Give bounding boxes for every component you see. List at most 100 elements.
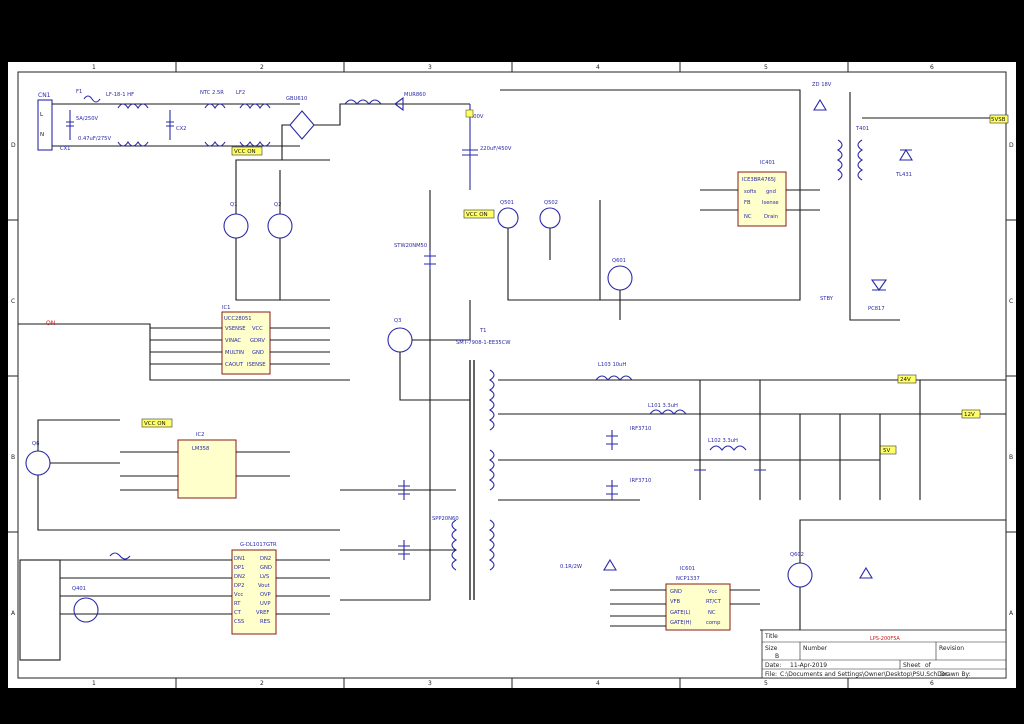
choke-5v: [709, 445, 747, 451]
ic601-body: [665, 583, 731, 631]
choke-12v: [649, 409, 687, 415]
line-label: L: [40, 112, 44, 118]
col-marker: 3: [428, 64, 432, 71]
ic601-ref: IC601: [680, 566, 695, 572]
ic401-name: ICE3BR4765J: [742, 177, 776, 183]
sync-fet-2: [606, 480, 618, 500]
transformer-t1: T1 SMT-7908-1-EE35CW SPP20N60: [340, 300, 1006, 601]
column-markers: 1 2 3 4 5 6 1 2 3 4 5 6: [92, 62, 934, 688]
svg-text:Isense: Isense: [762, 200, 779, 206]
svg-text:DP2: DP2: [234, 583, 244, 589]
t1-name: SMT-7908-1-EE35CW: [456, 340, 511, 346]
thermistor: [109, 552, 131, 560]
opamp-ic2: IC2 LM358 VCC ON Q6: [25, 418, 340, 531]
svg-text:Vcc: Vcc: [234, 592, 243, 598]
diode-main: MUR860: [404, 92, 426, 98]
svg-text:GDRV: GDRV: [250, 338, 265, 344]
choke-5v-label: L102 3.3uH: [708, 438, 738, 444]
stby-label: STBY: [820, 296, 834, 302]
svg-text:NC: NC: [744, 214, 752, 220]
col-marker: 4: [596, 64, 600, 71]
t401-secondary: [857, 139, 864, 181]
title-label: Title: [764, 633, 778, 640]
ic1-body: [221, 311, 271, 375]
svg-text:VFB: VFB: [670, 599, 681, 605]
cx1-value: 0.47uF/275V: [78, 136, 111, 142]
sheet-value: of: [925, 662, 932, 669]
pfc-diode: [394, 96, 404, 112]
t401-ref: T401: [855, 126, 869, 132]
outputs-section: L103 10uH 24V L101 3.3uH 12V L102 3.3uH …: [595, 362, 981, 500]
size-label: Size: [765, 645, 778, 652]
row-marker: C: [1009, 298, 1013, 305]
col-marker: 6: [930, 64, 934, 71]
zener-label: ZD 18V: [812, 82, 832, 88]
net-5vsb: 5VSB: [991, 117, 1006, 123]
sheet-label: Sheet: [903, 662, 921, 669]
col-marker: 6: [930, 680, 934, 687]
part-number: LPS-200F5A: [870, 636, 900, 642]
ntc-thermistor: [204, 103, 226, 147]
net-12v: 12V: [964, 412, 975, 418]
col-marker: 1: [92, 64, 96, 71]
ntc-label: NTC 2.5R: [200, 90, 224, 96]
mosfet-pfc: STW20NM50: [394, 243, 427, 249]
cn1-label: CN1: [38, 92, 51, 99]
col-marker: 5: [764, 64, 768, 71]
file-value: C:\Documents and Settings\Owner\Desktop\…: [780, 671, 949, 678]
optocoupler: [870, 279, 888, 291]
sync1-label: IRF3710: [630, 426, 651, 432]
svg-text:GND: GND: [252, 350, 264, 356]
cx1-capacitor: [66, 110, 74, 140]
svg-text:NC: NC: [708, 610, 716, 616]
col-marker: 2: [260, 680, 264, 687]
row-marker: D: [1009, 142, 1014, 149]
svg-text:DN1: DN1: [234, 556, 245, 562]
tl431-regulator: [899, 148, 913, 161]
pfc-controller: IC1 UCC28051 VSENSE VINAC MULTIN CAOUT V…: [18, 159, 471, 401]
lf1-label: LF-18-1 HF: [106, 92, 134, 98]
ic2-ref: IC2: [196, 432, 204, 438]
row-marker: D: [11, 142, 16, 149]
choke-12v-label: L101 3.3uH: [648, 403, 678, 409]
row-marker: C: [11, 298, 15, 305]
choke-24v-label: L103 10uH: [598, 362, 626, 368]
pfc-mosfet: [424, 250, 436, 270]
svg-text:OVP: OVP: [260, 592, 271, 598]
svg-text:FB: FB: [744, 200, 751, 206]
net-5v: 5V: [883, 448, 890, 454]
svg-text:GATE(L): GATE(L): [670, 610, 691, 616]
pfc-inductor: [344, 99, 382, 105]
col-marker: 4: [596, 680, 600, 687]
file-label: File:: [765, 671, 777, 678]
ac-input-section: CN1 L N F1 5A/250V CX1 0.47uF/275V LF-18…: [37, 89, 512, 190]
t1-secondary-b: [488, 449, 495, 491]
q2-ref: Q2: [274, 202, 281, 208]
vcc-on-left: VCC ON: [466, 212, 488, 218]
mosfet-main: SPP20N60: [432, 516, 459, 522]
col-marker: 5: [764, 680, 768, 687]
svg-text:DN2: DN2: [260, 556, 271, 562]
ic1-ref: IC1: [222, 305, 230, 311]
svg-text:RT: RT: [234, 601, 241, 607]
svg-text:GND: GND: [260, 565, 272, 571]
svg-text:GND: GND: [670, 589, 682, 595]
svg-text:ISENSE: ISENSE: [247, 362, 266, 368]
fuse-ref: F1: [76, 89, 82, 95]
col-marker: 2: [260, 64, 264, 71]
net-24v: 24V: [900, 377, 911, 383]
row-marker: B: [11, 454, 15, 461]
date-value: 11-Apr-2019: [790, 662, 827, 669]
svg-text:RES: RES: [260, 619, 270, 625]
svg-text:VINAC: VINAC: [225, 338, 241, 344]
row-marker: B: [1009, 454, 1013, 461]
sync-fet-1: [606, 430, 618, 450]
svg-text:CSS: CSS: [234, 619, 244, 625]
lf2-ref: LF2: [236, 90, 245, 96]
cx2-ref: CX2: [176, 126, 186, 132]
supervisor-ic301: G-DL1017GTR DN1 DP1 DN2 DP2 Vcc RT CT CS…: [19, 542, 330, 661]
lf2-choke: [239, 103, 271, 147]
svg-text:UVP: UVP: [260, 601, 270, 607]
opto-label: PC817: [868, 306, 885, 312]
